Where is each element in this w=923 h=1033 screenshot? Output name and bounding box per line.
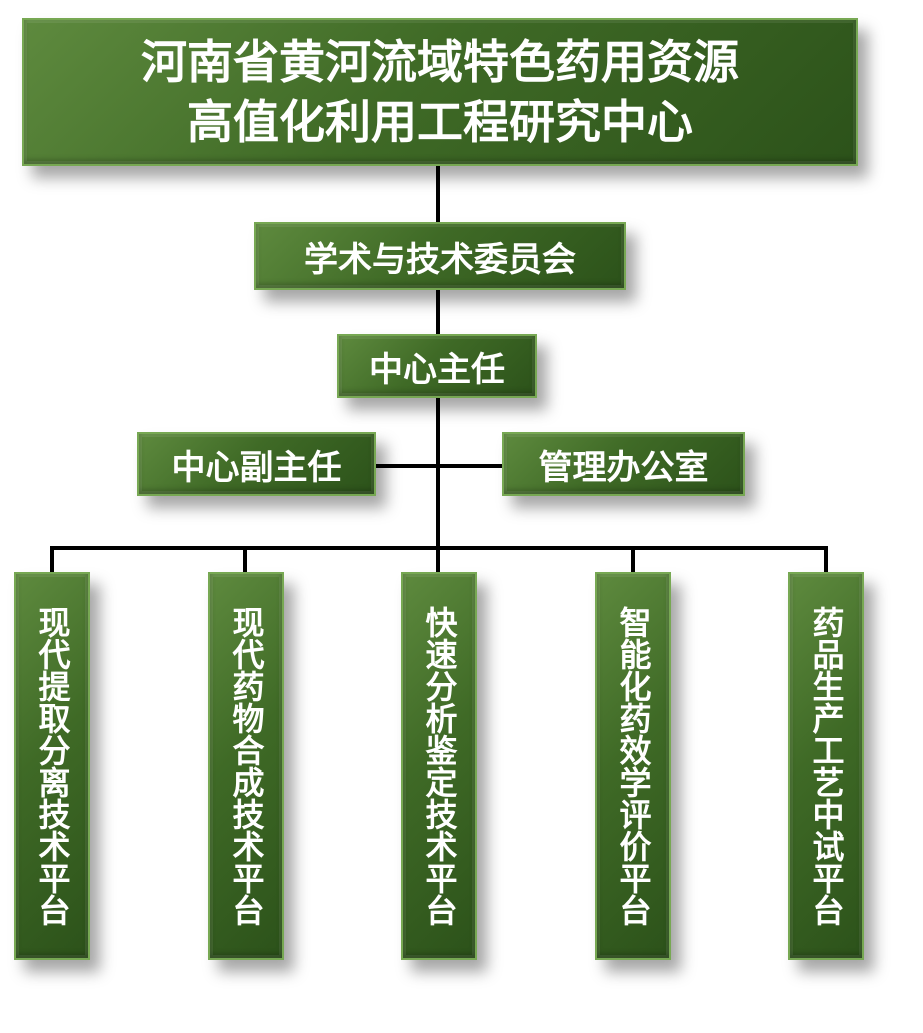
director-label: 中心主任 xyxy=(369,349,505,390)
connector-platform-1 xyxy=(50,546,54,574)
committee-box: 学术与技术委员会 xyxy=(254,222,626,290)
connector-side-branch xyxy=(376,464,502,468)
committee-label: 学术与技术委员会 xyxy=(304,239,576,280)
platform-pilot-production-box: 药品生产工艺中试平台 xyxy=(788,572,864,960)
platform-analysis-label: 快速分析鉴定技术平台 xyxy=(420,606,459,926)
deputy-director-box: 中心副主任 xyxy=(137,432,376,496)
connector-committee-director xyxy=(436,290,440,334)
platform-extraction-label: 现代提取分离技术平台 xyxy=(33,606,72,926)
center-title-box: 河南省黄河流域特色药用资源 高值化利用工程研究中心 xyxy=(22,18,858,166)
platform-analysis-box: 快速分析鉴定技术平台 xyxy=(401,572,477,960)
platform-extraction-box: 现代提取分离技术平台 xyxy=(14,572,90,960)
connector-director-trunk xyxy=(436,398,440,550)
platform-synthesis-label: 现代药物合成技术平台 xyxy=(227,606,266,926)
deputy-director-label: 中心副主任 xyxy=(171,447,342,488)
connector-platform-5 xyxy=(824,546,828,574)
connector-platform-4 xyxy=(631,546,635,574)
connector-title-committee xyxy=(436,166,440,222)
platform-pilot-production-label: 药品生产工艺中试平台 xyxy=(807,606,846,926)
director-box: 中心主任 xyxy=(337,334,537,398)
platform-pharmacodynamics-label: 智能化药效学评价平台 xyxy=(614,606,653,926)
platform-pharmacodynamics-box: 智能化药效学评价平台 xyxy=(595,572,671,960)
admin-office-box: 管理办公室 xyxy=(502,432,745,496)
admin-office-label: 管理办公室 xyxy=(538,447,709,488)
connector-platform-3 xyxy=(436,546,440,574)
center-title-line-1: 河南省黄河流域特色药用资源 xyxy=(141,35,739,89)
center-title-line-2: 高值化利用工程研究中心 xyxy=(187,95,693,149)
platform-synthesis-box: 现代药物合成技术平台 xyxy=(208,572,284,960)
connector-platform-2 xyxy=(243,546,247,574)
